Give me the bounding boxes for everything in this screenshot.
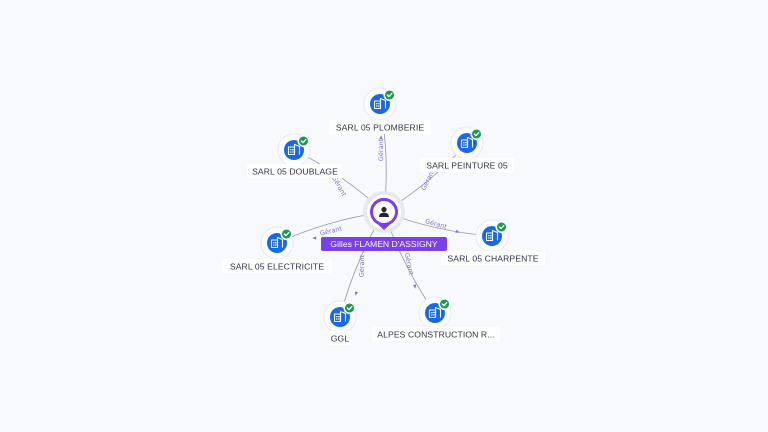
building-icon (270, 236, 284, 249)
check-badge-icon (383, 88, 396, 102)
building-icon (333, 310, 347, 323)
company-node-sarl-05-electricite[interactable]: SARL 05 ELECTRICITE (222, 226, 332, 273)
company-label: SARL 05 CHARPENTE (447, 254, 538, 264)
company-label: SARL 05 PLOMBERIE (336, 123, 424, 133)
company-node-sarl-peinture-05[interactable]: SARL PEINTURE 05 (420, 126, 514, 172)
building-icon (373, 97, 387, 110)
center-node[interactable]: Gilles FLAMEN D'ASSIGNY (321, 191, 447, 251)
building-icon (287, 143, 301, 156)
building-icon (485, 229, 499, 242)
check-badge-icon (438, 297, 451, 311)
center-label: Gilles FLAMEN D'ASSIGNY (330, 239, 437, 249)
company-node-sarl-05-plomberie[interactable]: SARL 05 PLOMBERIE (329, 87, 431, 134)
edge-label: Gérant (424, 217, 448, 231)
company-label-box (329, 331, 351, 345)
company-node-sarl-05-doublage[interactable]: SARL 05 DOUBLAGE (247, 133, 343, 178)
company-label-box (372, 327, 500, 341)
company-node-alpes-construction-r[interactable]: ALPES CONSTRUCTION R... (372, 296, 500, 341)
company-label: ALPES CONSTRUCTION R... (377, 330, 494, 340)
check-badge-icon (343, 301, 356, 315)
edge-label: Gérant (319, 224, 343, 237)
building-icon (460, 136, 474, 149)
edge-arrow (413, 284, 417, 289)
check-badge-icon (495, 220, 508, 234)
company-node-ggl[interactable]: GGL (323, 300, 357, 345)
check-badge-icon (280, 227, 293, 241)
company-node-sarl-05-charpente[interactable]: SARL 05 CHARPENTE (441, 219, 545, 265)
building-icon (428, 306, 442, 319)
company-label-box (222, 259, 332, 273)
edge-arrow (312, 236, 317, 240)
company-label: SARL PEINTURE 05 (426, 161, 508, 171)
company-label-box (420, 158, 514, 172)
company-label: SARL 05 ELECTRICITE (230, 262, 324, 272)
company-label: SARL 05 DOUBLAGE (252, 167, 338, 177)
nodes-layer: SARL 05 PLOMBERIE SARL PEINTURE 05 SARL 05… (222, 87, 545, 345)
edge-arrow (354, 291, 358, 296)
company-label-box (441, 251, 545, 265)
company-label-box (247, 164, 343, 178)
check-badge-icon (297, 134, 310, 148)
person-icon (379, 206, 389, 217)
edge-label: Gérant (403, 252, 416, 276)
edge-label: Gérant (377, 138, 385, 161)
check-badge-icon (470, 127, 483, 141)
company-label: GGL (331, 334, 350, 344)
edge-arrow (379, 135, 383, 140)
edge-arrow (455, 229, 460, 233)
edge-label: Gérant (358, 254, 367, 277)
center-label-box (321, 237, 447, 251)
company-label-box (329, 120, 431, 134)
